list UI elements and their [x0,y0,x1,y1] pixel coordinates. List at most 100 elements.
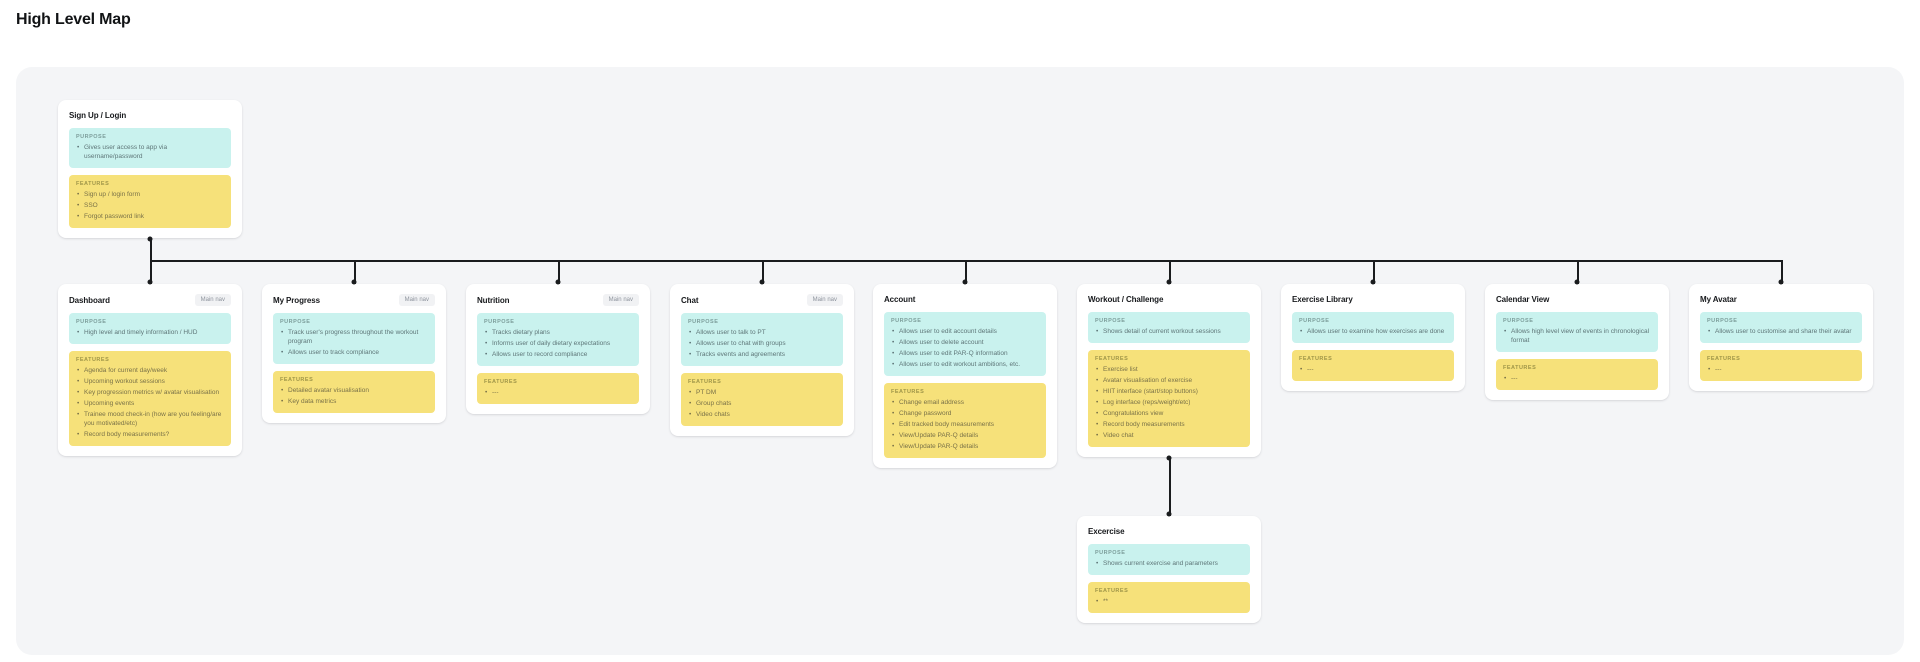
connector-line [558,260,560,284]
purpose-block: PURPOSE Track user's progress throughout… [273,313,435,364]
card-title: Dashboard [69,295,110,305]
purpose-item: Allows user to talk to PT [688,328,836,337]
connector-dot [1574,279,1580,285]
feature-item: Forgot password link [76,212,224,221]
feature-item: Avatar visualisation of exercise [1095,376,1243,385]
purpose-item: High level and timely information / HUD [76,328,224,337]
connector-line [965,260,967,284]
features-block: FEATURES PT DM Group chats Video chats [681,373,843,426]
card-account[interactable]: Account PURPOSE Allows user to edit acco… [873,284,1057,468]
feature-item: PT DM [688,388,836,397]
card-title: Account [884,295,916,304]
feature-item: ** [1095,597,1243,606]
features-label: FEATURES [891,389,925,395]
card-title: My Avatar [1700,295,1737,304]
card-chat[interactable]: Chat Main nav PURPOSE Allows user to tal… [670,284,854,436]
features-label: FEATURES [76,181,110,187]
purpose-item: Gives user access to app via username/pa… [76,143,224,161]
purpose-block: PURPOSE Gives user access to app via use… [69,128,231,168]
feature-item: Record body measurements [1095,420,1243,429]
purpose-item: Allows user to chat with groups [688,339,836,348]
connector-dot [351,279,357,285]
feature-item: View/Update PAR-Q details [891,442,1039,451]
main-nav-badge: Main nav [398,294,435,306]
purpose-block: PURPOSE High level and timely informatio… [69,313,231,344]
connector-dot [555,279,561,285]
purpose-block: PURPOSE Shows current exercise and param… [1088,544,1250,575]
purpose-item: Allows high level view of events in chro… [1503,327,1651,345]
feature-item: Exercise list [1095,365,1243,374]
features-label: FEATURES [1707,356,1741,362]
purpose-item: Allows user to edit PAR-Q information [891,349,1039,358]
features-label: FEATURES [1095,356,1129,362]
purpose-item: Informs user of daily dietary expectatio… [484,339,632,348]
features-block: FEATURES Change email address Change pas… [884,383,1046,458]
purpose-block: PURPOSE Allows user to examine how exerc… [1292,312,1454,343]
purpose-label: PURPOSE [1095,550,1126,556]
feature-item: Trainee mood check-in (how are you feeli… [76,410,224,428]
feature-item: Edit tracked body measurements [891,420,1039,429]
purpose-item: Allows user to examine how exercises are… [1299,327,1447,336]
feature-item: Agenda for current day/week [76,366,224,375]
feature-item: Key data metrics [280,397,428,406]
connector-line [1373,260,1375,284]
purpose-label: PURPOSE [1095,318,1126,324]
purpose-label: PURPOSE [76,319,107,325]
connector-line [354,260,356,284]
purpose-label: PURPOSE [280,319,311,325]
card-title: Excercise [1088,527,1125,536]
connector-line [1169,260,1171,284]
purpose-block: PURPOSE Tracks dietary plans Informs use… [477,313,639,366]
card-exercise-library[interactable]: Exercise Library PURPOSE Allows user to … [1281,284,1465,391]
card-title: My Progress [273,295,320,305]
card-title: Workout / Challenge [1088,295,1164,304]
card-sign-up-login[interactable]: Sign Up / Login PURPOSE Gives user acces… [58,100,242,238]
card-dashboard[interactable]: Dashboard Main nav PURPOSE High level an… [58,284,242,456]
purpose-item: Tracks dietary plans [484,328,632,337]
purpose-block: PURPOSE Allows user to talk to PT Allows… [681,313,843,366]
features-block: FEATURES Sign up / login form SSO Forgot… [69,175,231,228]
purpose-item: Tracks events and agreements [688,350,836,359]
card-title: Exercise Library [1292,295,1353,304]
connector-dot [759,279,765,285]
connector-dot [1166,511,1172,517]
card-my-progress[interactable]: My Progress Main nav PURPOSE Track user'… [262,284,446,423]
features-block: FEATURES --- [1292,350,1454,381]
card-nutrition[interactable]: Nutrition Main nav PURPOSE Tracks dietar… [466,284,650,414]
feature-item: Change email address [891,398,1039,407]
card-workout-challenge[interactable]: Workout / Challenge PURPOSE Shows detail… [1077,284,1261,457]
feature-item: --- [1299,365,1447,374]
card-my-avatar[interactable]: My Avatar PURPOSE Allows user to customi… [1689,284,1873,391]
purpose-block: PURPOSE Allows user to edit account deta… [884,312,1046,376]
feature-item: SSO [76,201,224,210]
features-block: FEATURES Agenda for current day/week Upc… [69,351,231,446]
card-calendar-view[interactable]: Calendar View PURPOSE Allows high level … [1485,284,1669,400]
card-excercise[interactable]: Excercise PURPOSE Shows current exercise… [1077,516,1261,623]
purpose-item: Allows user to record compliance [484,350,632,359]
features-label: FEATURES [76,357,110,363]
features-label: FEATURES [280,377,314,383]
purpose-item: Shows detail of current workout sessions [1095,327,1243,336]
connector-dot [147,279,153,285]
features-block: FEATURES ** [1088,582,1250,613]
features-label: FEATURES [1095,588,1129,594]
purpose-label: PURPOSE [891,318,922,324]
feature-item: Video chat [1095,431,1243,440]
features-block: FEATURES --- [1496,359,1658,390]
card-title: Chat [681,295,699,305]
purpose-block: PURPOSE Allows high level view of events… [1496,312,1658,352]
feature-item: View/Update PAR-Q details [891,431,1039,440]
purpose-label: PURPOSE [1299,318,1330,324]
card-title: Nutrition [477,295,510,305]
purpose-label: PURPOSE [1707,318,1738,324]
purpose-label: PURPOSE [76,134,107,140]
feature-item: Video chats [688,410,836,419]
feature-item: Upcoming workout sessions [76,377,224,386]
feature-item: Congratulations view [1095,409,1243,418]
feature-item: Sign up / login form [76,190,224,199]
features-label: FEATURES [484,379,518,385]
card-title: Calendar View [1496,295,1550,304]
feature-item: HIIT interface (start/stop buttons) [1095,387,1243,396]
purpose-block: PURPOSE Allows user to customise and sha… [1700,312,1862,343]
purpose-item: Track user's progress throughout the wor… [280,328,428,346]
